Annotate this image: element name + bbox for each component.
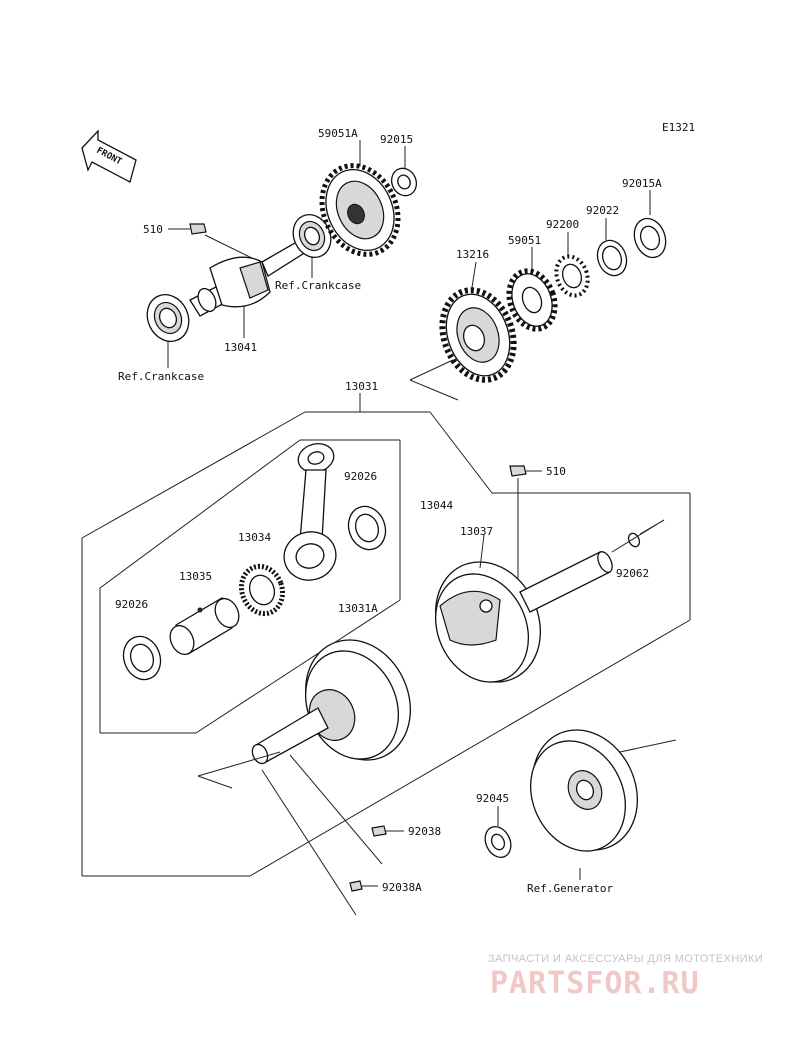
label-13041: 13041 xyxy=(224,341,257,354)
label-92026-lower: 92026 xyxy=(115,598,148,611)
lockwasher-92200 xyxy=(554,254,590,298)
gear-59051 xyxy=(506,268,558,332)
crankshaft-half-13037 xyxy=(434,551,613,683)
label-92015: 92015 xyxy=(380,133,413,146)
nut-92015A xyxy=(633,217,667,259)
label-59051A: 59051A xyxy=(318,127,358,140)
bearing-right xyxy=(292,214,332,258)
assembly-frame-13031 xyxy=(81,393,691,877)
key-92038A xyxy=(349,880,363,892)
label-510-lower: 510 xyxy=(546,465,566,478)
crankshaft-half-13031A xyxy=(251,639,411,765)
label-59051: 59051 xyxy=(508,234,541,247)
woodruff-key-510-upper xyxy=(189,223,207,235)
nut-92015 xyxy=(390,167,418,197)
label-13035: 13035 xyxy=(179,570,212,583)
thrust-washer-92026-upper xyxy=(347,505,387,551)
leader-lines-crank xyxy=(197,478,677,916)
woodruff-key-510-lower xyxy=(509,465,527,477)
label-13031: 13031 xyxy=(345,380,378,393)
nut-92062 xyxy=(611,519,665,553)
ref-generator: Ref.Generator xyxy=(527,882,613,895)
ref-crankcase-1: Ref.Crankcase xyxy=(275,279,361,292)
label-13031A: 13031A xyxy=(338,602,378,615)
label-92022: 92022 xyxy=(586,204,619,217)
label-92200: 92200 xyxy=(546,218,579,231)
washer-92022 xyxy=(596,239,628,277)
diagram-code: E1321 xyxy=(662,121,695,134)
label-13216: 13216 xyxy=(456,248,489,261)
label-92015A: 92015A xyxy=(622,177,662,190)
label-13034: 13034 xyxy=(238,531,271,544)
assembly-frame-inner xyxy=(99,439,401,734)
gear-59051A xyxy=(319,163,401,257)
label-13037: 13037 xyxy=(460,525,493,538)
watermark-logo: PARTSFOR.RU xyxy=(490,966,700,1001)
label-13044: 13044 xyxy=(420,499,453,512)
connecting-rod xyxy=(283,443,337,581)
label-92038: 92038 xyxy=(408,825,441,838)
key-92038 xyxy=(371,825,387,837)
label-92038A: 92038A xyxy=(382,881,422,894)
label-92026-upper: 92026 xyxy=(344,470,377,483)
label-510-upper: 510 xyxy=(143,223,163,236)
gear-13216 xyxy=(439,287,517,383)
generator-rotor xyxy=(529,729,638,852)
needle-bearing-13034 xyxy=(238,563,286,617)
watermark-text: ЗАПЧАСТИ И АКСЕССУАРЫ ДЛЯ МОТОТЕХНИКИ xyxy=(488,953,763,965)
front-arrow-icon: FRONT xyxy=(81,129,137,183)
balancer-shaft-13041 xyxy=(189,239,307,317)
ref-crankcase-2: Ref.Crankcase xyxy=(118,370,204,383)
bearing-92045 xyxy=(484,806,512,859)
bearing-left xyxy=(146,294,190,342)
thrust-washer-92026-lower xyxy=(122,635,162,681)
crank-pin-13035 xyxy=(169,597,240,656)
label-92045: 92045 xyxy=(476,792,509,805)
label-92062: 92062 xyxy=(616,567,649,580)
